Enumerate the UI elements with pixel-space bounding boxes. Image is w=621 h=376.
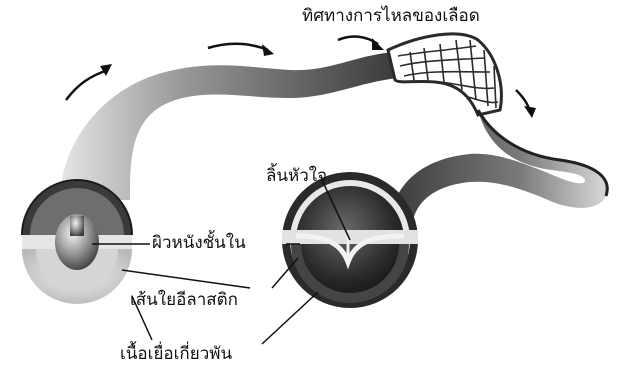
artery-cross-section (22, 180, 132, 304)
endothelium-label: ผิวหนังชั้นใน (150, 233, 248, 253)
connective-tissue-label: เนื้อเยื่อเกี่ยวพัน (120, 344, 232, 364)
vein-tube (388, 110, 607, 226)
elastic-leader-left (122, 270, 250, 288)
arrow-head-4 (524, 106, 536, 118)
capillary-bed (388, 34, 501, 115)
elastic-fiber-label: เส้นใยอีลาสติก (130, 290, 238, 310)
arrow-head-2 (262, 44, 274, 56)
arrow-head-1 (100, 64, 112, 76)
flow-direction-label: ทิศทางการไหลของเลือด (302, 6, 480, 26)
arrow-head-3 (372, 38, 384, 50)
valve-label: ลิ้นหัวใจ (266, 166, 327, 186)
connective-leader-right (262, 292, 318, 344)
